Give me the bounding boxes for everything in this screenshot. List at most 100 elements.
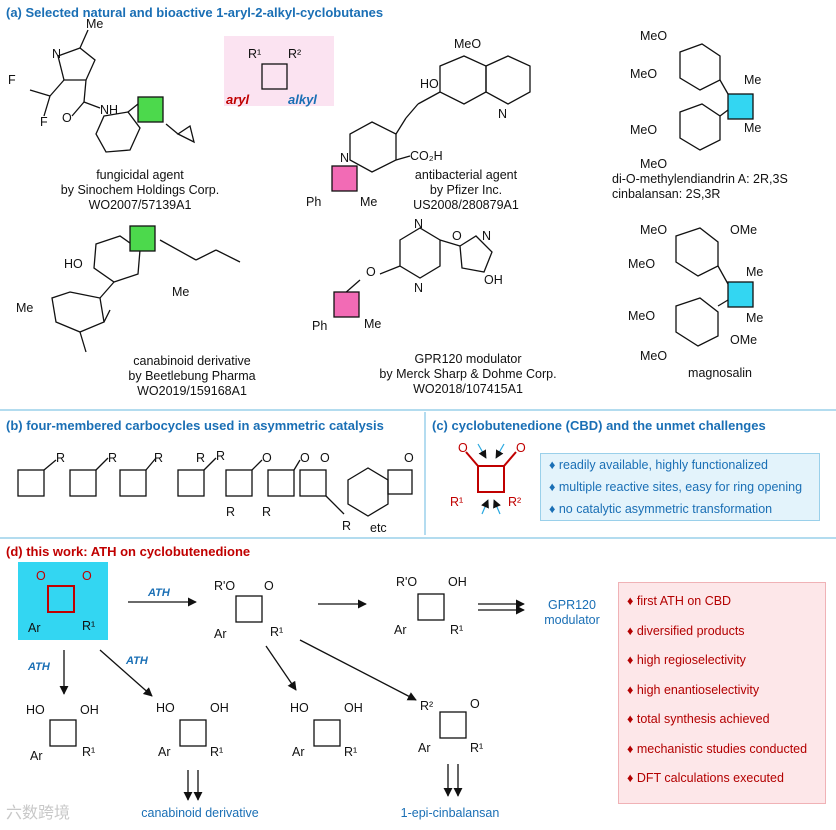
product-d-ring	[179, 719, 207, 747]
section-c-title: (c) cyclobutenedione (CBD) and the unmet…	[432, 418, 766, 433]
c-r1: R¹	[450, 495, 463, 509]
diO-structure	[679, 43, 729, 151]
atom-me-6: Me	[746, 311, 763, 325]
feature-7: ♦ DFT calculations executed	[627, 771, 784, 785]
challenge-3: ♦ no catalytic asymmetric transformation	[549, 502, 773, 516]
atom-o-isox: O	[452, 229, 462, 243]
d-ho-4: HO	[156, 701, 175, 715]
atom-n-piperidine: N	[340, 151, 349, 165]
atom-ph-1: Ph	[306, 195, 321, 209]
d-r1-5: R¹	[344, 745, 357, 759]
d-ar-5: Ar	[292, 745, 305, 759]
motif-r1: R¹	[248, 47, 261, 61]
d-ar-3: Ar	[30, 749, 43, 763]
carbocycle-series	[17, 457, 413, 517]
reactant-ring	[47, 585, 75, 613]
section-b-title: (b) four-membered carbocycles used in as…	[6, 418, 384, 433]
antibacterial-structure	[349, 55, 531, 173]
ath-1: ATH	[147, 587, 171, 599]
d-oh-4: OH	[210, 701, 229, 715]
product-b-ring	[417, 593, 445, 621]
b-r6: R	[226, 505, 235, 519]
b-r5: R	[196, 451, 205, 465]
gpr-structure	[343, 227, 493, 295]
epi-target: 1-epi-cinbalansan	[400, 806, 500, 820]
d-r2-6: R²	[420, 699, 433, 713]
product-e-ring	[313, 719, 341, 747]
d-ar-4: Ar	[158, 745, 171, 759]
c-arrow-2	[495, 443, 505, 459]
atom-ph-2: Ph	[312, 319, 327, 333]
caption-gpr: GPR120 modulator by Merck Sharp & Dohme …	[379, 352, 557, 396]
green-cyclobutane-2	[129, 225, 156, 252]
atom-me-2: Me	[744, 73, 761, 87]
atom-meo-2: MeO	[630, 67, 657, 81]
challenge-1: ♦ readily available, highly functionaliz…	[549, 458, 769, 472]
pink-cyclobutane-1	[331, 165, 358, 192]
challenge-2: ♦ multiple reactive sites, easy for ring…	[549, 480, 803, 494]
feature-2: ♦ diversified products	[627, 623, 745, 638]
atom-co2h: CO₂H	[410, 149, 443, 163]
d-ro-1: R'O	[214, 579, 235, 593]
atom-ho-cana: HO	[64, 257, 83, 271]
ath-2: ATH	[27, 661, 51, 673]
feature-1: ♦ first ATH on CBD	[627, 594, 732, 608]
atom-me-cana: Me	[16, 301, 33, 315]
atom-meo-7: MeO	[628, 309, 655, 323]
b-o4: O	[404, 451, 414, 465]
motif-box	[224, 36, 334, 106]
d-ar-1: Ar	[214, 627, 227, 641]
features-box: ♦ first ATH on CBD ♦ diversified product…	[618, 582, 826, 804]
ath-3: ATH	[125, 655, 149, 667]
b-r8: R	[342, 519, 351, 533]
atom-f2: F	[40, 115, 48, 129]
c-r2: R²	[508, 495, 521, 509]
caption-magnosalin: magnosalin	[688, 366, 752, 380]
caption-diO: di-O-methylendiandrin A: 2R,3S cinbalans…	[612, 172, 788, 201]
d-r1-0: R¹	[82, 619, 95, 633]
atom-ome-2: OMe	[730, 333, 757, 347]
feature-3: ♦ high regioselectivity	[627, 653, 746, 667]
magnosalin-structure	[675, 227, 729, 347]
d-ho-5: HO	[290, 701, 309, 715]
b-r4: R	[216, 449, 225, 463]
c-arrow-4	[493, 499, 501, 515]
atom-me-5: Me	[746, 265, 763, 279]
gpr-target: GPR120 modulator	[544, 598, 600, 627]
watermark: 六数跨境	[6, 805, 71, 822]
c-arrow-3	[481, 499, 489, 515]
atom-me-hexyl: Me	[172, 285, 189, 299]
motif-ring	[261, 63, 288, 90]
c-o2: O	[516, 441, 526, 455]
atom-meo-6: MeO	[628, 257, 655, 271]
d-r1-6: R¹	[470, 741, 483, 755]
d-o2: O	[82, 569, 92, 583]
atom-o-amide: O	[62, 111, 72, 125]
b-r7: R	[262, 505, 271, 519]
c-arrow-1	[477, 443, 487, 459]
d-o1: O	[36, 569, 46, 583]
d-ar-2: Ar	[394, 623, 407, 637]
canabinoid-target: canabinoid derivative	[141, 806, 259, 820]
d-r1-2: R¹	[450, 623, 463, 637]
arrow-6	[265, 645, 297, 691]
atom-meo-quinoline: MeO	[454, 37, 481, 51]
atom-meo-3: MeO	[630, 123, 657, 137]
fungicidal-structure	[29, 29, 195, 153]
atom-meo-5: MeO	[640, 223, 667, 237]
atom-n-gpr1: N	[414, 217, 423, 231]
atom-oh-gpr: OH	[484, 273, 503, 287]
caption-fungicidal: fungicidal agent by Sinochem Holdings Co…	[60, 168, 220, 212]
d-o-6: O	[470, 697, 480, 711]
product-c-ring	[49, 719, 77, 747]
b-o2: O	[300, 451, 310, 465]
arrow-5	[99, 649, 153, 697]
cbd-red-ring	[465, 451, 517, 493]
atom-meo-8: MeO	[640, 349, 667, 363]
d-oh-5: OH	[344, 701, 363, 715]
d-ho-3: HO	[26, 703, 45, 717]
d-ro-2: R'O	[396, 575, 417, 589]
atom-o-gpr: O	[366, 265, 376, 279]
atom-n-quinoline: N	[498, 107, 507, 121]
d-oh-3: OH	[80, 703, 99, 717]
